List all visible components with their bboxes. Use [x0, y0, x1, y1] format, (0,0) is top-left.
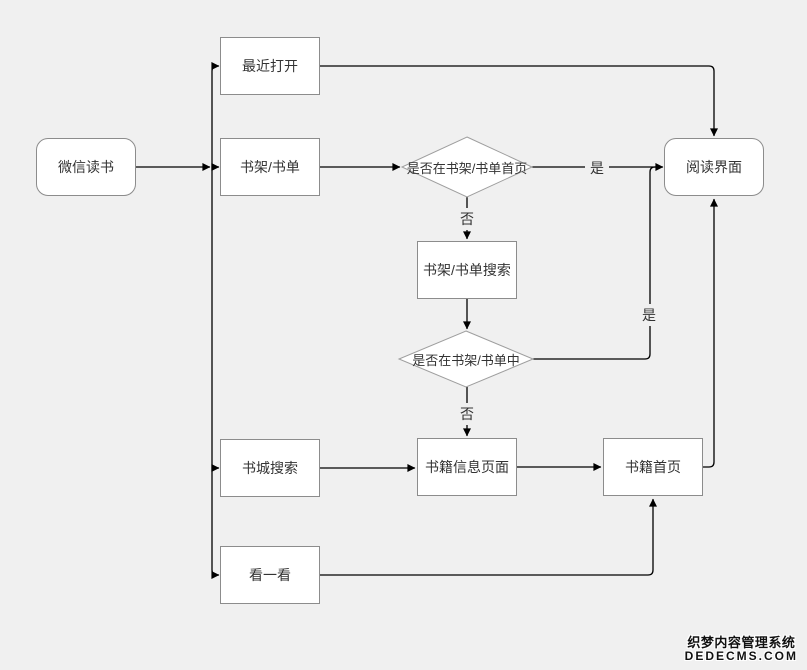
- edge-label-no-on-home: 否: [455, 208, 479, 230]
- node-bookstore-search: 书城搜索: [220, 439, 320, 497]
- node-book-info-page: 书籍信息页面: [417, 438, 517, 496]
- node-wechat-reading: 微信读书: [36, 138, 136, 196]
- node-take-a-look: 看一看: [220, 546, 320, 604]
- connector-recently-opened-to-reading: [320, 65, 718, 137]
- connector-decision2-yes-to-reading: [533, 166, 660, 360]
- connector-trunk-to-take-a-look: [211, 167, 220, 579]
- node-bookshelf-booklist-search: 书架/书单搜索: [417, 241, 517, 299]
- node-bookshelf-booklist: 书架/书单: [220, 138, 320, 196]
- connector-bookhome-to-reading: [703, 198, 718, 468]
- connector-take-a-look-to-bookhome: [320, 498, 657, 576]
- edge-label-no-in-list: 否: [455, 403, 479, 425]
- edge-label-yes-on-home: 是: [585, 157, 609, 179]
- node-reading-interface: 阅读界面: [664, 138, 764, 196]
- decision-label-on-bookshelf-home: 是否在书架/书单首页: [406, 160, 528, 176]
- watermark-text-cn: 织梦内容管理系统: [687, 634, 796, 650]
- watermark: 织梦内容管理系统 DEDECMS.COM: [684, 634, 798, 663]
- watermark-text-en: DEDECMS.COM: [684, 648, 798, 663]
- node-book-homepage: 书籍首页: [603, 438, 703, 496]
- connector-trunk-to-recently-opened: [211, 62, 220, 167]
- node-recently-opened: 最近打开: [220, 37, 320, 95]
- decision-label-in-bookshelf: 是否在书架/书单中: [412, 352, 520, 368]
- edge-label-yes-in-list: 是: [637, 304, 661, 326]
- decision-diamond-on-bookshelf-home: [400, 136, 534, 198]
- decision-diamond-in-bookshelf: [397, 330, 535, 388]
